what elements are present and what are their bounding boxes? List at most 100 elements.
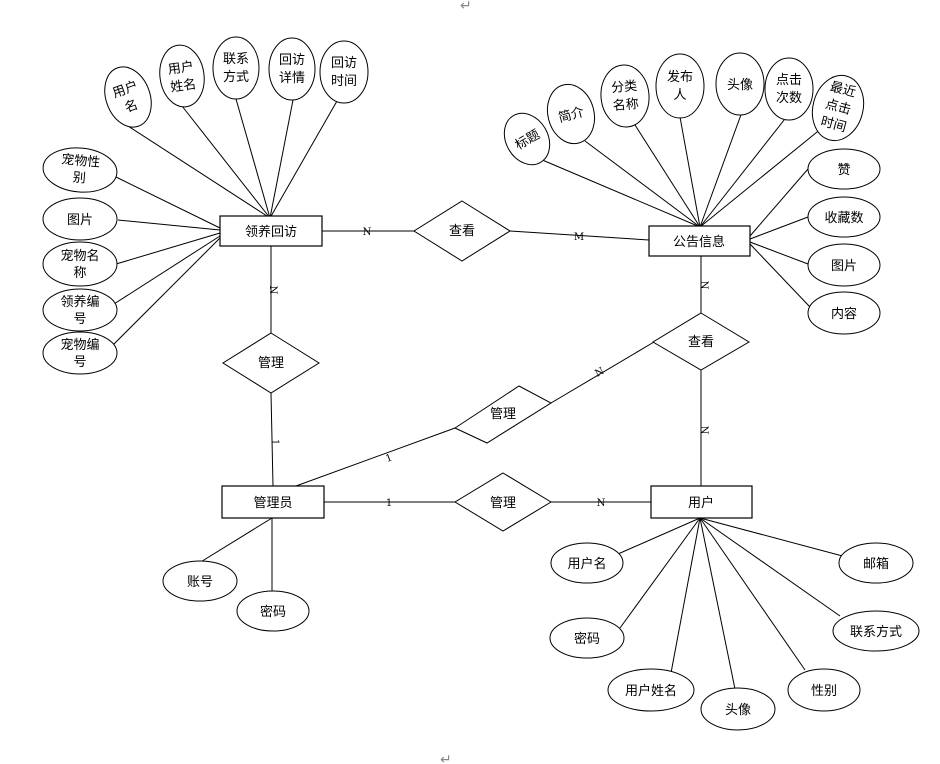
attr-line: 宠物名 xyxy=(60,248,99,264)
attr-line: 用户名 xyxy=(567,556,606,572)
attr-line: 分类 xyxy=(611,79,638,96)
attr-notice-last-click: 最近 点击 时间 xyxy=(811,74,865,142)
cardinality-user-manage: N xyxy=(597,498,606,509)
relationship-manage-left: 管理 xyxy=(222,332,320,394)
attr-user-password: 密码 xyxy=(549,617,625,659)
relationship-view-right: 查看 xyxy=(652,312,750,371)
attr-line: 用户姓名 xyxy=(625,683,677,699)
attr-user-gender: 性别 xyxy=(787,668,861,712)
attr-notice-content: 内容 xyxy=(807,291,881,335)
attr-notice-image: 图片 xyxy=(807,243,881,287)
attr-line: 方式 xyxy=(223,69,249,85)
cardinality-visit-view: N xyxy=(363,227,372,238)
attr-line: 头像 xyxy=(727,78,753,93)
attr-notice-title: 标题 xyxy=(503,112,551,166)
attr-user-real-name: 用户姓名 xyxy=(607,668,695,712)
entity-user: 用户 xyxy=(650,485,753,519)
entity-label: 管理员 xyxy=(253,496,292,511)
cardinality-admin-manage-user: 1 xyxy=(386,498,392,509)
attr-line: 密码 xyxy=(260,604,286,620)
attr-line: 最近 xyxy=(828,80,857,101)
attr-line: 回访 xyxy=(331,56,357,71)
attr-visit-detail: 回访 详情 xyxy=(268,37,316,101)
connector-lines xyxy=(113,98,851,690)
cardinality-visit-manage: N xyxy=(267,286,278,295)
attr-line: 称 xyxy=(73,266,86,281)
attr-user-contact: 联系方式 xyxy=(832,610,920,652)
attr-notice-intro: 简介 xyxy=(546,83,596,145)
attr-line: 邮箱 xyxy=(863,556,889,572)
attr-line: 点击 xyxy=(776,73,802,88)
attr-admin-account: 账号 xyxy=(162,560,238,602)
entity-notice-info: 公告信息 xyxy=(648,225,751,257)
attr-visit-contact: 联系 方式 xyxy=(212,36,260,100)
paragraph-mark-bottom: ↵ xyxy=(440,752,452,764)
entity-label: 用户 xyxy=(688,495,714,511)
attr-line: 用户 xyxy=(167,58,195,77)
attr-notice-likes: 赞 xyxy=(807,148,881,190)
attr-visit-pet-name: 宠物名 称 xyxy=(42,241,118,287)
relationship-view-top: 查看 xyxy=(413,200,511,262)
paragraph-mark-top: ↵ xyxy=(460,0,472,14)
relationship-label: 查看 xyxy=(688,334,714,350)
attr-line: 时间 xyxy=(819,114,848,135)
attr-line: 联系 xyxy=(223,52,249,67)
relationship-label: 查看 xyxy=(449,223,475,239)
relationship-manage-bottom: 管理 xyxy=(454,472,552,532)
attr-line: 点击 xyxy=(824,97,853,118)
entity-label: 公告信息 xyxy=(673,234,725,250)
cardinality-manage-notice-side: N xyxy=(593,366,606,380)
attr-notice-clicks: 点击 次数 xyxy=(764,57,814,121)
attr-line: 头像 xyxy=(725,703,751,718)
attr-notice-publisher: 发布 人 xyxy=(655,53,705,119)
attr-line: 号 xyxy=(73,312,86,327)
attr-line: 别 xyxy=(72,170,86,186)
attr-line: 回访 xyxy=(279,53,305,68)
attr-line: 图片 xyxy=(67,213,93,228)
attr-visit-username: 用户 名 xyxy=(104,66,152,128)
attr-line: 账号 xyxy=(187,575,213,590)
attr-line: 详情 xyxy=(279,71,305,86)
cardinality-notice-view: M xyxy=(574,232,584,243)
attr-line: 密码 xyxy=(574,631,600,647)
relationship-label: 管理 xyxy=(258,356,284,371)
attr-visit-adoption-no: 领养编 号 xyxy=(42,288,118,332)
attr-notice-favorites: 收藏数 xyxy=(807,196,881,238)
attr-user-username: 用户名 xyxy=(550,542,624,584)
attr-visit-pet-no: 宠物编 号 xyxy=(42,331,118,375)
attr-line: 发布 xyxy=(667,69,693,85)
attr-notice-category: 分类 名称 xyxy=(600,64,650,128)
relationship-label: 管理 xyxy=(490,407,516,422)
cardinality-admin-manage-visit: 1 xyxy=(269,439,280,445)
attr-admin-password: 密码 xyxy=(236,590,310,632)
attr-line: 性别 xyxy=(811,684,837,699)
entity-adoption-visit: 领养回访 xyxy=(219,215,323,247)
attr-line: 人 xyxy=(673,88,686,103)
attr-line: 名称 xyxy=(612,96,639,114)
attr-visit-pet-gender: 宠物性 别 xyxy=(42,147,118,193)
cardinality-user-view: N xyxy=(698,426,709,435)
relationship-manage-middle: 管理 xyxy=(453,385,552,444)
attr-user-avatar: 头像 xyxy=(700,687,776,731)
attr-user-email: 邮箱 xyxy=(838,542,914,584)
attr-line: 姓名 xyxy=(169,76,197,95)
attr-line: 领养编 xyxy=(60,294,99,310)
cardinality-admin-manage-notice: 1 xyxy=(384,452,394,465)
attr-visit-time: 回访 时间 xyxy=(319,40,369,104)
attr-line: 赞 xyxy=(837,163,850,178)
attr-line: 收藏数 xyxy=(824,211,863,226)
attr-visit-image: 图片 xyxy=(42,197,118,241)
attr-line: 名 xyxy=(123,97,141,116)
cardinality-notice-view-user: N xyxy=(698,281,709,290)
attr-line: 宠物性 xyxy=(61,151,101,170)
attr-visit-user-name: 用户 姓名 xyxy=(159,44,205,108)
attr-line: 图片 xyxy=(831,259,857,274)
attr-line: 联系方式 xyxy=(850,624,902,640)
attr-line: 号 xyxy=(73,355,86,370)
attr-line: 内容 xyxy=(831,306,857,322)
attr-line: 宠物编 xyxy=(60,337,99,353)
entity-label: 领养回访 xyxy=(245,224,297,240)
cardinalities: N M N 1 N 1 N N 1 N xyxy=(267,227,709,509)
attr-line: 时间 xyxy=(331,74,357,89)
